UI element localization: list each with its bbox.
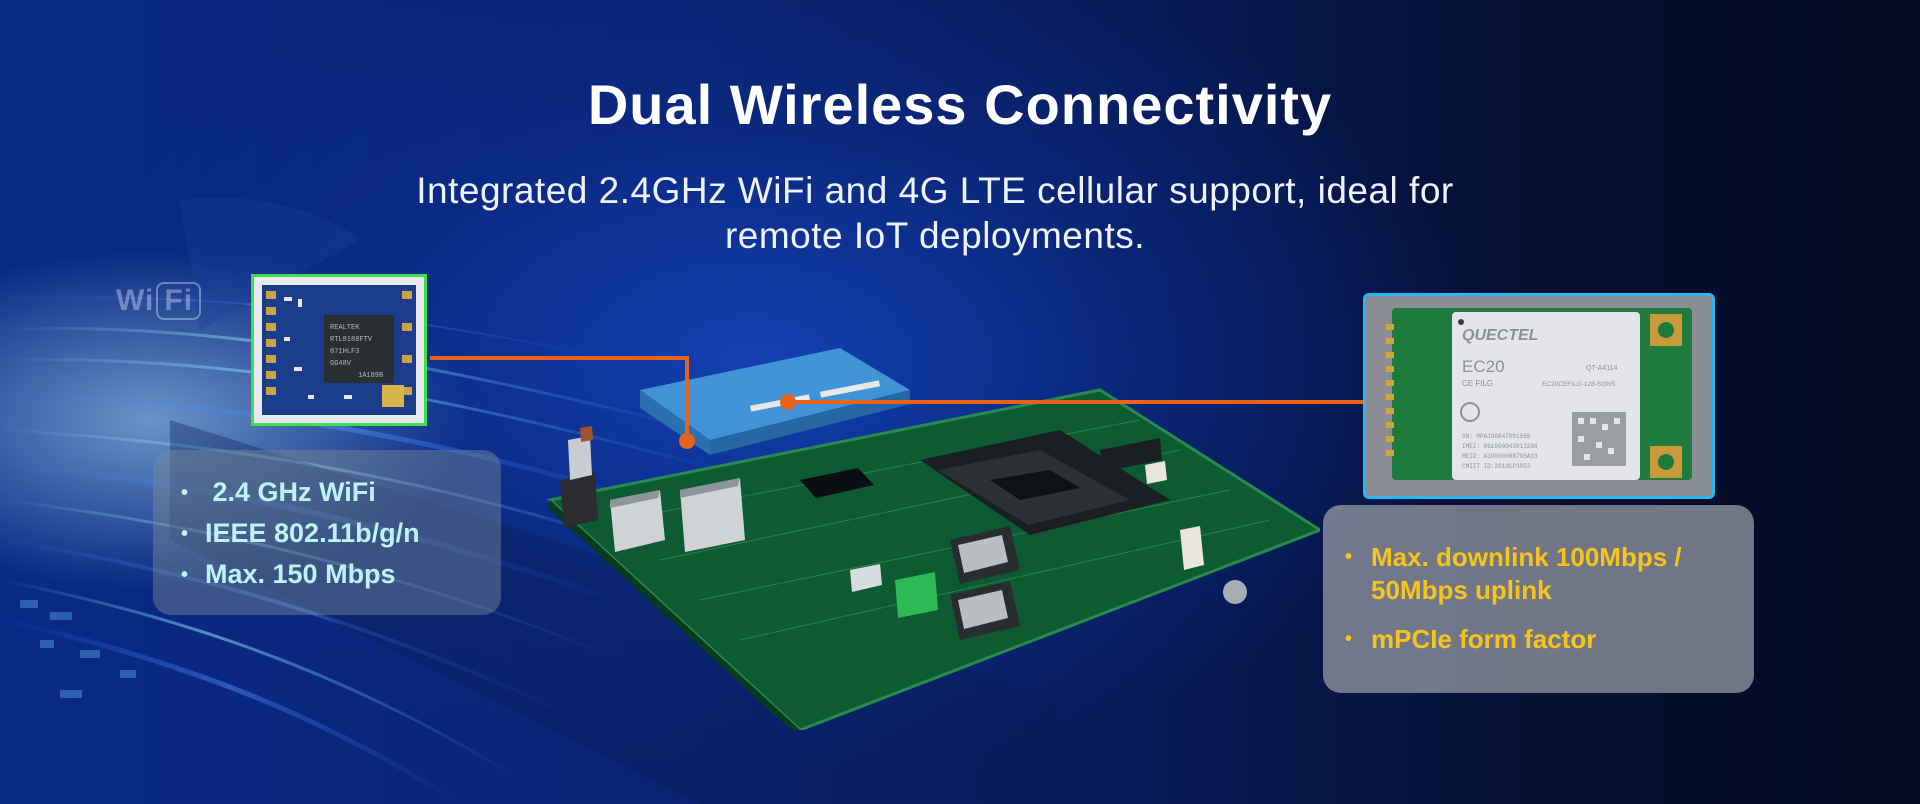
lte-module-graphic: QUECTEL EC20 CE FILG QT-A4114 EC20CEFILG…	[1386, 308, 1692, 480]
bullet: •	[181, 482, 189, 504]
wifi-chip-graphic: REALTEK RTL8188FTV 871HLF3 GG48V 1A189B	[262, 285, 416, 415]
bullet: •	[1345, 546, 1353, 568]
bullet: •	[181, 523, 189, 545]
wifi-features-panel: • 2.4 GHz WiFi • IEEE 802.11b/g/n • Max. 1…	[153, 450, 501, 615]
lte-module-image: QUECTEL EC20 CE FILG QT-A4114 EC20CEFILG…	[1363, 293, 1715, 499]
lte-id-line: IMEI: 861960043013298	[1462, 443, 1538, 450]
lte-id-line: MEID: A10000088795A13	[1462, 453, 1538, 460]
page-title: Dual Wireless Connectivity	[587, 73, 1333, 136]
bullet: •	[1345, 628, 1353, 650]
wifi-feature-text: Max. 150 Mbps	[205, 559, 396, 589]
lte-connector-dot	[780, 394, 796, 410]
lte-features-panel: • Max. downlink 100Mbps / 50Mbps uplink •…	[1323, 505, 1754, 693]
dev-board-image	[546, 348, 1320, 730]
lte-variant: CE FILG	[1462, 379, 1493, 388]
lte-feature-text: mPCIe form factor	[1371, 624, 1597, 654]
chip-marking: GG48V	[330, 360, 352, 368]
chip-marking: 871HLF3	[330, 348, 359, 356]
list-item: • 2.4 GHz WiFi	[181, 472, 501, 513]
chip-marking: REALTEK	[330, 324, 360, 332]
wifi-connector-line	[430, 356, 689, 441]
wifi-features-list: • 2.4 GHz WiFi • IEEE 802.11b/g/n • Max. 1…	[181, 472, 501, 595]
wifi-logo-badge: Fi	[156, 282, 202, 320]
wifi-logo-text: Wi	[116, 284, 155, 317]
lte-brand: QUECTEL	[1462, 327, 1538, 344]
chip-marking: RTL8188FTV	[330, 336, 373, 344]
wifi-connector-dot	[679, 433, 695, 449]
list-item: • IEEE 802.11b/g/n	[181, 513, 501, 554]
lte-side-code: QT-A4114	[1586, 365, 1617, 372]
lte-feature-text: Max. downlink 100Mbps / 50Mbps uplink	[1371, 542, 1682, 605]
wifi-chip-image: REALTEK RTL8188FTV 871HLF3 GG48V 1A189B	[251, 274, 427, 426]
chip-marking: 1A189B	[358, 372, 383, 380]
lte-id-line: CMIIT ID:2018CP3053	[1462, 463, 1531, 470]
lte-id-line: SN: MPA19G847001569	[1462, 433, 1531, 440]
lte-features-list: • Max. downlink 100Mbps / 50Mbps uplink •…	[1343, 541, 1734, 656]
list-item: • mPCIe form factor	[1343, 623, 1734, 656]
list-item: • Max. 150 Mbps	[181, 554, 501, 595]
wifi-feature-text: IEEE 802.11b/g/n	[205, 518, 420, 548]
list-item: • Max. downlink 100Mbps / 50Mbps uplink	[1343, 541, 1734, 607]
wifi-feature-text: 2.4 GHz WiFi	[212, 477, 376, 507]
bullet: •	[181, 564, 189, 586]
lte-model: EC20	[1462, 357, 1505, 376]
lte-part-no: EC20CEFILG-128-SGNS	[1542, 381, 1616, 388]
page-subtitle: Integrated 2.4GHz WiFi and 4G LTE cellul…	[416, 170, 1454, 256]
